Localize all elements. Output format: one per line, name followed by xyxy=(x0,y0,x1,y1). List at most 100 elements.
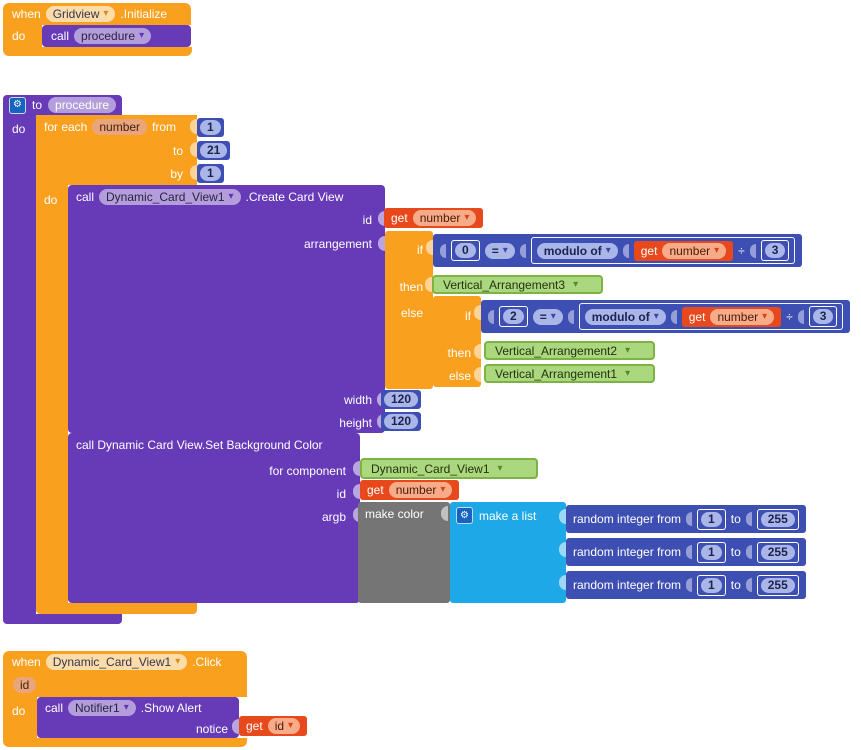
modulo-block[interactable]: modulo of ▾ get number ▾ ÷ 3 xyxy=(530,237,796,264)
make-a-list-block[interactable]: ⚙ make a list xyxy=(450,502,566,603)
if-block-inner[interactable] xyxy=(433,296,481,387)
random-integer-block[interactable]: random integer from 1 to 255 xyxy=(566,571,806,599)
width-value[interactable]: 120 xyxy=(384,392,419,407)
get-number-block[interactable]: get number ▾ xyxy=(384,208,484,228)
modulo-block[interactable]: modulo of ▾ get number ▾ ÷ 3 xyxy=(578,303,844,330)
to-number-block[interactable]: 21 xyxy=(197,141,231,160)
show-alert-header: call Notifier1 ▾ .Show Alert xyxy=(37,697,239,719)
socket-notch xyxy=(622,243,629,258)
height-number-block[interactable]: 120 xyxy=(381,412,422,431)
vertical-arrangement1-block[interactable]: Vertical_Arrangement1 ▾ xyxy=(484,364,655,383)
variable-name: number xyxy=(395,483,437,497)
socket-notch xyxy=(190,119,197,134)
dropdown-icon: ▾ xyxy=(550,310,556,322)
card-view-component-dropdown[interactable]: Dynamic_Card_View1 ▾ xyxy=(45,654,188,670)
create-card-view-block[interactable]: call Dynamic_Card_View1 ▾ .Create Card V… xyxy=(68,185,385,433)
to-value[interactable]: 21 xyxy=(200,143,228,158)
number-block[interactable]: 2 xyxy=(499,306,528,327)
number-value[interactable]: 255 xyxy=(760,544,795,560)
by-number-block[interactable]: 1 xyxy=(197,164,224,183)
get-number-block[interactable]: get number ▾ xyxy=(633,240,734,261)
get-id-block[interactable]: get id ▾ xyxy=(239,716,308,736)
socket-notch xyxy=(474,344,481,359)
width-number-block[interactable]: 120 xyxy=(381,390,422,409)
for-each-block[interactable]: for each number from xyxy=(36,115,197,139)
id-param-field[interactable]: id xyxy=(13,677,37,693)
dropdown-icon: ▾ xyxy=(123,702,129,713)
by-value[interactable]: 1 xyxy=(200,166,221,181)
vertical-arrangement3-block[interactable]: Vertical_Arrangement3 ▾ xyxy=(432,275,603,294)
notifier-component-label: Notifier1 xyxy=(75,701,120,715)
number-value[interactable]: 3 xyxy=(812,309,834,324)
height-value[interactable]: 120 xyxy=(384,414,419,429)
number-value[interactable]: 2 xyxy=(503,309,524,324)
do-keyword: do xyxy=(12,122,26,136)
for-each-by-row: by xyxy=(36,162,197,185)
equals-compare-block-outer[interactable]: 0 = ▾ modulo of ▾ get number ▾ ÷ 3 xyxy=(433,234,803,267)
to-procedure-footer xyxy=(3,614,122,624)
to-procedure-block[interactable]: ⚙ to procedure xyxy=(3,95,122,115)
variable-dropdown[interactable]: number ▾ xyxy=(412,210,477,226)
random-integer-block[interactable]: random integer from 1 to 255 xyxy=(566,538,806,566)
number-block[interactable]: 1 xyxy=(697,574,726,596)
if-block-outer[interactable] xyxy=(385,231,433,389)
equals-compare-block-inner[interactable]: 2 = ▾ modulo of ▾ get number ▾ ÷ 3 xyxy=(481,300,851,333)
dropdown-icon: ▾ xyxy=(464,212,470,223)
from-value[interactable]: 1 xyxy=(200,120,221,135)
loop-variable-field[interactable]: number xyxy=(92,119,148,135)
compare-op-dropdown[interactable]: = ▾ xyxy=(484,242,515,259)
variable-dropdown[interactable]: number ▾ xyxy=(710,308,775,325)
dropdown-icon: ▾ xyxy=(175,656,181,667)
number-value[interactable]: 1 xyxy=(701,511,722,527)
get-number-block[interactable]: get number ▾ xyxy=(681,306,782,327)
call-procedure-block[interactable]: call procedure ▾ xyxy=(42,25,191,47)
number-block[interactable]: 1 xyxy=(697,508,726,530)
number-block[interactable]: 3 xyxy=(808,306,838,327)
when-card-click-block[interactable]: when Dynamic_Card_View1 ▾ .Click xyxy=(3,651,247,673)
show-alert-block[interactable]: call Notifier1 ▾ .Show Alert xyxy=(37,697,239,738)
number-value[interactable]: 1 xyxy=(701,544,722,560)
number-value[interactable]: 255 xyxy=(760,511,795,527)
gear-icon[interactable]: ⚙ xyxy=(9,96,26,114)
number-block[interactable]: 3 xyxy=(760,240,790,261)
procedure-dropdown[interactable]: procedure ▾ xyxy=(74,28,152,44)
modulo-op-dropdown[interactable]: modulo of ▾ xyxy=(536,242,618,259)
number-block[interactable]: 255 xyxy=(756,508,799,530)
get-keyword: get xyxy=(688,309,706,324)
vertical-arrangement2-block[interactable]: Vertical_Arrangement2 ▾ xyxy=(484,341,655,360)
number-block[interactable]: 1 xyxy=(697,541,726,563)
variable-dropdown[interactable]: number ▾ xyxy=(388,482,453,498)
from-number-block[interactable]: 1 xyxy=(197,118,224,137)
dropdown-icon: ▾ xyxy=(625,344,631,356)
get-number-block[interactable]: get number ▾ xyxy=(360,480,460,500)
socket-notch xyxy=(377,392,384,407)
set-background-color-block[interactable]: call Dynamic Card View.Set Background Co… xyxy=(68,433,360,603)
socket-notch xyxy=(353,484,360,499)
variable-dropdown[interactable]: number ▾ xyxy=(662,242,727,259)
variable-dropdown[interactable]: id ▾ xyxy=(267,718,301,734)
number-block[interactable]: 0 xyxy=(451,240,480,261)
number-value[interactable]: 255 xyxy=(760,577,795,593)
dropdown-icon: ▾ xyxy=(573,278,579,290)
number-value[interactable]: 1 xyxy=(701,577,722,593)
do-keyword: do xyxy=(12,29,26,43)
make-color-block[interactable]: make color xyxy=(358,502,450,603)
modulo-op-dropdown[interactable]: modulo of ▾ xyxy=(584,308,666,325)
when-gridview-initialize-block[interactable]: when Gridview ▾ .Initialize xyxy=(3,3,191,25)
card-view-component-dropdown[interactable]: Dynamic_Card_View1 ▾ xyxy=(99,189,241,205)
notifier-component-dropdown[interactable]: Notifier1 ▾ xyxy=(68,700,136,716)
socket-notch xyxy=(670,309,677,324)
gear-icon[interactable]: ⚙ xyxy=(456,507,473,524)
number-value[interactable]: 3 xyxy=(764,243,786,258)
variable-name: number xyxy=(419,211,461,225)
number-value[interactable]: 0 xyxy=(455,243,476,258)
number-block[interactable]: 255 xyxy=(756,574,799,596)
random-integer-block[interactable]: random integer from 1 to 255 xyxy=(566,505,806,533)
compare-op-dropdown[interactable]: = ▾ xyxy=(532,308,563,325)
number-block[interactable]: 255 xyxy=(756,541,799,563)
gridview-component-dropdown[interactable]: Gridview ▾ xyxy=(45,6,116,22)
when-card-click-do-column: do xyxy=(3,697,37,738)
component-value-block[interactable]: Dynamic_Card_View1 ▾ xyxy=(360,458,538,479)
procedure-name-field[interactable]: procedure xyxy=(48,97,117,113)
